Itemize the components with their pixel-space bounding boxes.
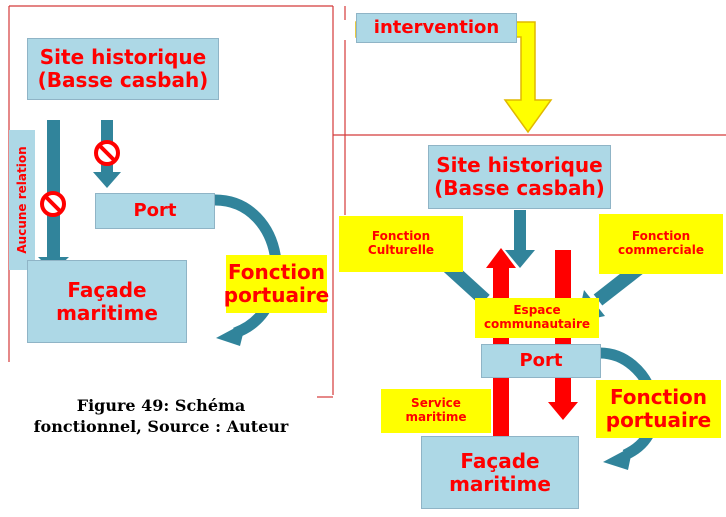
left-curve-arrowhead (216, 322, 246, 346)
frame-lines (8, 5, 726, 398)
no-relation-label: Aucune relation (9, 130, 35, 270)
intervention-box: intervention (356, 13, 517, 43)
figure-caption: Figure 49: Schéma fonctionnel, Source : … (33, 396, 289, 436)
right-teal-down-arrowhead (505, 250, 535, 268)
no-entry-icon (40, 191, 66, 217)
left-facade-maritime-box: Façade maritime (27, 260, 187, 343)
no-entry-icon (94, 140, 120, 166)
left-site-line2: (Basse casbah) (37, 68, 209, 92)
espace-communautaire-label: Espace communautaire (475, 298, 599, 338)
fonction-culturelle-label: Fonction Culturelle (339, 216, 463, 272)
left-site-line1: Site historique (39, 45, 207, 69)
right-facade-maritime-box: Façade maritime (421, 436, 579, 509)
right-curve-arrowhead (603, 446, 633, 470)
left-fonction-portuaire-label: Fonction portuaire (224, 255, 329, 313)
fonction-commerciale-label: Fonction commerciale (599, 214, 723, 274)
left-port-box: Port (95, 193, 215, 229)
left-site-historique-box: Site historique (Basse casbah) (27, 38, 219, 100)
right-fonction-portuaire-label: Fonction portuaire (596, 380, 721, 438)
right-port-box: Port (481, 344, 601, 378)
right-site-historique-box: Site historique (Basse casbah) (428, 145, 611, 209)
service-maritime-label: Service maritime (381, 389, 491, 433)
right-teal-down-arrow (514, 210, 526, 250)
